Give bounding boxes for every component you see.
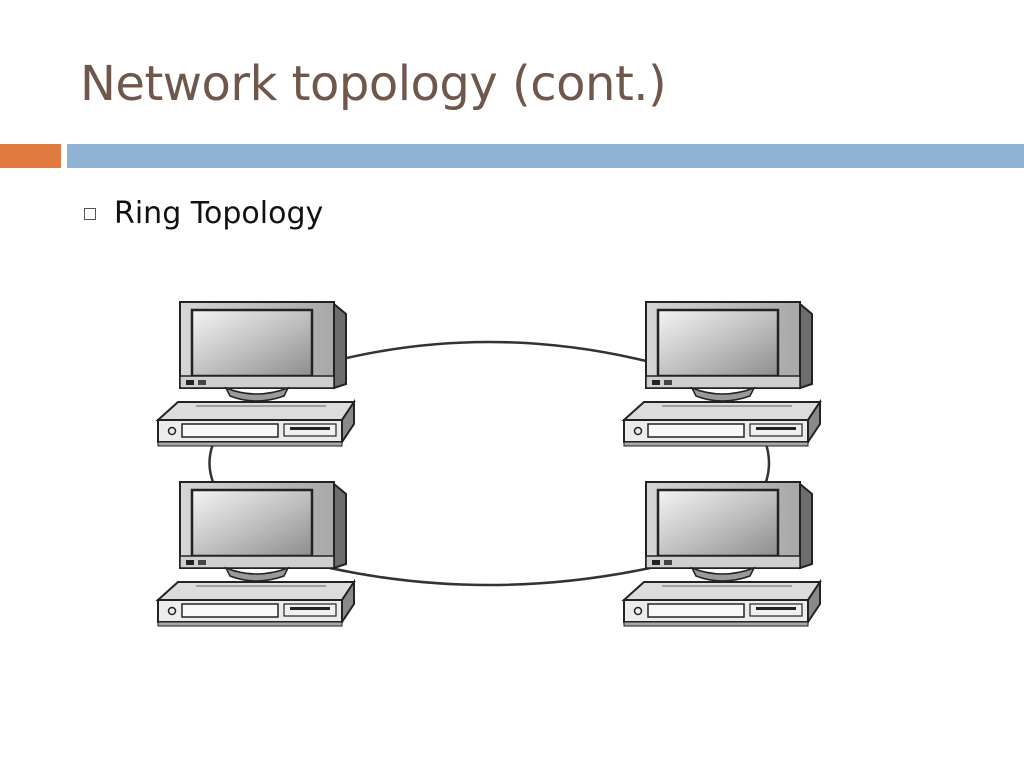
computer-bottom-left <box>156 480 356 628</box>
computer-bottom-right <box>622 480 822 628</box>
square-bullet-icon <box>84 208 96 220</box>
slide-title: Network topology (cont.) <box>80 56 667 112</box>
ring-links <box>208 340 771 587</box>
link-left <box>208 443 215 483</box>
bullet-text: Ring Topology <box>114 195 324 231</box>
link-right <box>764 443 771 483</box>
link-top <box>329 340 651 364</box>
title-accent-bar-orange <box>0 144 61 168</box>
computer-top-left <box>156 300 356 448</box>
link-bottom <box>329 566 651 587</box>
title-accent-bar-blue <box>67 144 1024 168</box>
bullet-item: Ring Topology <box>84 193 323 233</box>
computer-top-right <box>622 300 822 448</box>
